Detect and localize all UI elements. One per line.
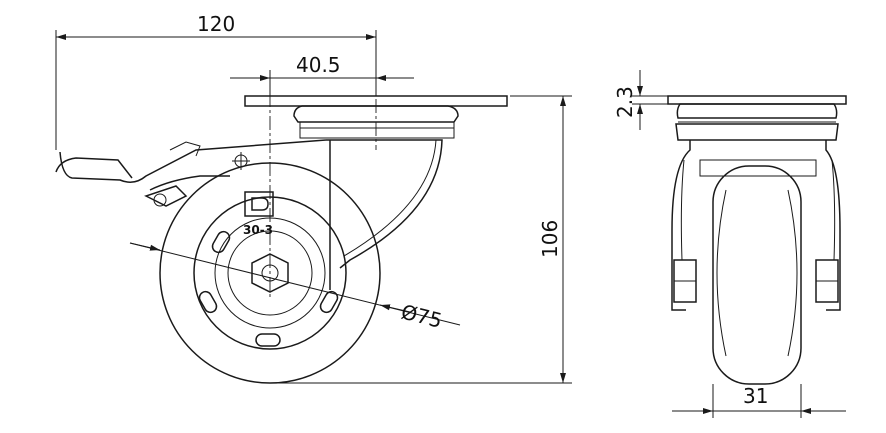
dim-overall-width: 120 <box>55 12 377 150</box>
dim-swivel-offset-label: 40.5 <box>296 53 341 77</box>
front-fork-inner-right <box>831 159 836 261</box>
dim-overall-height-label: 106 <box>538 220 562 258</box>
front-fork-right <box>825 140 841 311</box>
dim-wheel-width: 31 <box>672 384 846 418</box>
fork-leg <box>326 139 443 269</box>
brand-logo <box>244 191 274 217</box>
dim-swivel-offset: 40.5 <box>230 53 414 96</box>
front-swivel-bearing <box>676 103 838 119</box>
dim-wheel-width-label: 31 <box>743 384 768 408</box>
brake-pivot <box>169 141 201 157</box>
dim-wheel-diameter: Ø75 <box>129 242 461 333</box>
dim-plate-thickness: 2.3 <box>613 70 668 130</box>
front-fork-bridge <box>699 159 817 177</box>
brake-pin <box>153 193 167 207</box>
dim-wheel-diameter-label: Ø75 <box>399 300 445 333</box>
brake-pedal <box>55 157 133 179</box>
front-fork-inner-left <box>680 159 685 261</box>
axle-nut <box>251 253 289 293</box>
brake-lever <box>59 139 327 183</box>
front-fork-left <box>671 140 691 311</box>
front-view <box>667 95 847 385</box>
front-swivel-race <box>675 123 839 141</box>
front-wheel-hub-right <box>787 189 798 357</box>
dim-overall-width-label: 120 <box>197 12 235 36</box>
model-code: 30-3 <box>243 223 273 237</box>
hub-slots <box>198 230 339 347</box>
fork-inner-edge <box>343 139 437 257</box>
front-top-plate <box>667 95 847 105</box>
brake-shoe <box>144 185 188 207</box>
dim-plate-thickness-label: 2.3 <box>613 86 637 118</box>
side-view: 30-3 <box>55 30 508 384</box>
front-wheel <box>712 165 802 385</box>
brake-link <box>149 175 230 191</box>
swivel-race <box>299 122 455 139</box>
dim-overall-height: 106 <box>270 95 572 384</box>
front-wheel-hub-left <box>716 189 727 357</box>
